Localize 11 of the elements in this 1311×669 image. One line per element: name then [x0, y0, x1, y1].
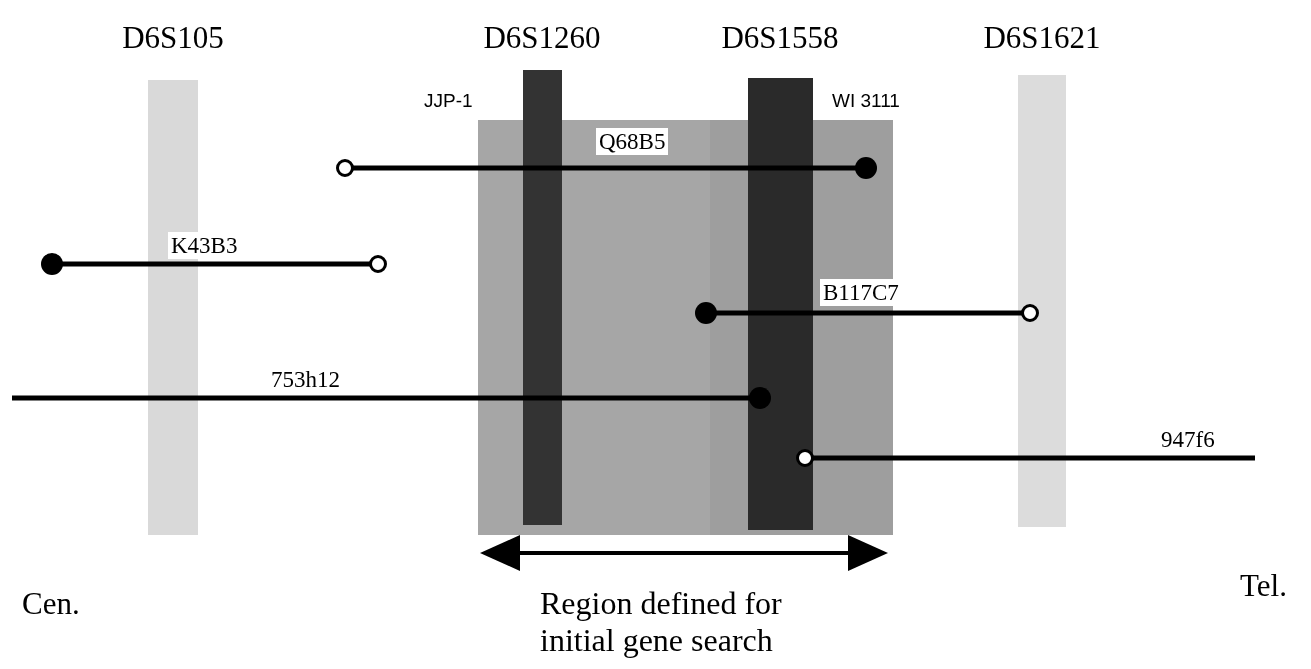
region-name: JJP-1 — [424, 91, 473, 110]
marker-name: D6S1260 — [483, 22, 601, 53]
marker-name: D6S1558 — [721, 22, 839, 53]
marker-name: D6S1621 — [983, 22, 1101, 53]
chromosome-end-label: Cen. — [22, 588, 80, 619]
marker-name: D6S105 — [122, 22, 224, 53]
chromosome-end-label: Tel. — [1240, 570, 1287, 601]
clone-label: B117C7 — [820, 279, 902, 306]
clone-label: Q68B5 — [596, 128, 669, 155]
region-caption: Region defined for initial gene search — [539, 585, 783, 659]
region-name: WI 3111 — [832, 91, 900, 110]
